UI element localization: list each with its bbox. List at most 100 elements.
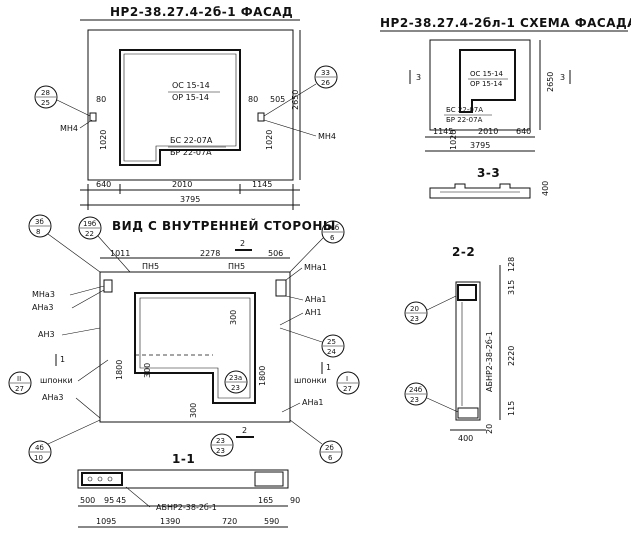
- section-11-dim-95: 95: [104, 496, 114, 505]
- svg-text:25: 25: [41, 99, 50, 107]
- inside-label-right-5: АНа1: [302, 398, 323, 407]
- section-22-profile: [455, 281, 481, 421]
- inside-pn-left: ПН5: [142, 262, 159, 271]
- svg-text:8: 8: [36, 228, 40, 236]
- section-22-dim-115: 115: [507, 401, 516, 416]
- facade-dim-80-left: 80: [96, 95, 106, 104]
- inside-label-right-2: АНа1: [305, 295, 326, 304]
- facade-door-label-1: БС 22-07А: [170, 136, 213, 145]
- facade-mark-right: МН4: [318, 132, 336, 141]
- inside-pn-right: ПН5: [228, 262, 245, 271]
- svg-text:28: 28: [41, 89, 50, 97]
- section-33-title: 3-3: [477, 166, 500, 180]
- svg-text:16б: 16б: [326, 224, 339, 232]
- facade-mark-left: МН4: [60, 124, 78, 133]
- svg-text:II: II: [17, 375, 21, 383]
- section-11-dim-1390: 1390: [160, 517, 180, 526]
- section-11-profile: [77, 469, 289, 489]
- svg-text:10: 10: [34, 454, 43, 462]
- facade-window-label-2: ОР 15-14: [172, 93, 209, 102]
- facade-door-label-2: БР 22-07А: [170, 148, 212, 157]
- section-22-label: АБНР2-38-2б-1: [485, 331, 494, 392]
- svg-text:24б: 24б: [409, 386, 422, 394]
- scheme-dim-3795: 3795: [470, 141, 490, 150]
- inside-label-right-1: МНа1: [304, 263, 327, 272]
- facade-callout-left: 28 25: [34, 85, 91, 117]
- svg-text:4б: 4б: [35, 444, 44, 452]
- callout-3b-8: 3б8: [28, 214, 101, 273]
- section-33-dim: 400: [541, 181, 550, 196]
- svg-text:I: I: [346, 375, 348, 383]
- facade-window-label-1: ОС 15-14: [172, 81, 210, 90]
- section-11-dim-590: 590: [264, 517, 279, 526]
- svg-text:26: 26: [321, 79, 330, 87]
- inside-label-left-1: МНа3: [32, 290, 55, 299]
- section-33-profile: [429, 183, 531, 199]
- facade-dim-80-right: 80: [248, 95, 258, 104]
- svg-text:6: 6: [328, 454, 333, 462]
- svg-text:24: 24: [327, 348, 336, 356]
- section-22-dim-128: 128: [507, 257, 516, 272]
- scheme-dim-1145: 1145: [433, 127, 453, 136]
- section-22-dim-315: 315: [507, 280, 516, 295]
- scheme-panel: ОС 15-14 ОР 15-14 БС 22-07А БР 22-07А: [429, 39, 531, 131]
- section-22-title: 2-2: [452, 245, 475, 259]
- scheme-dim-640: 640: [516, 127, 531, 136]
- facade-panel: ОС 15-14 ОР 15-14 БС 22-07А БР 22-07А: [87, 29, 294, 181]
- svg-text:23: 23: [410, 315, 419, 323]
- facade-dim-505: 505: [270, 95, 285, 104]
- svg-text:ОС 15-14: ОС 15-14: [470, 70, 504, 78]
- section-22-dim-400: 400: [458, 434, 473, 443]
- callout-I-27: I27: [336, 371, 360, 395]
- section-11-dim-45: 45: [116, 496, 126, 505]
- svg-text:23: 23: [231, 384, 240, 392]
- inside-dim-1800-right: 1800: [258, 366, 267, 386]
- svg-text:3б: 3б: [35, 218, 44, 226]
- section-11-dim-720: 720: [222, 517, 237, 526]
- svg-text:БР 22-07А: БР 22-07А: [446, 116, 483, 124]
- scheme-cut-right: 3: [560, 73, 565, 82]
- section-22-dim-2220: 2220: [507, 346, 516, 366]
- inside-label-left-2: АНа3: [32, 303, 53, 312]
- svg-text:25: 25: [327, 338, 336, 346]
- inside-cut-left: 1: [60, 355, 65, 364]
- inside-dim-1800-left: 1800: [115, 360, 124, 380]
- svg-text:23: 23: [216, 437, 225, 445]
- svg-text:22: 22: [85, 230, 94, 238]
- inside-dim-1011: 1011: [110, 249, 130, 258]
- inside-title: ВИД С ВНУТРЕННЕЙ СТОРОНЫ: [112, 218, 336, 233]
- svg-text:20: 20: [410, 305, 419, 313]
- inside-dim-300-a: 300: [229, 310, 238, 325]
- svg-text:23: 23: [216, 447, 225, 455]
- svg-text:23: 23: [410, 396, 419, 404]
- inside-label-right-4: шпонки: [294, 376, 327, 385]
- facade-dim-2010: 2010: [172, 180, 192, 189]
- section-11-label: АБНР2-38-2б-1: [156, 503, 217, 512]
- section-11-title: 1-1: [172, 452, 195, 466]
- facade-dim-3795: 3795: [180, 195, 200, 204]
- inside-cut-right: 1: [326, 363, 331, 372]
- inside-dim-506: 506: [268, 249, 283, 258]
- svg-text:19б: 19б: [83, 220, 96, 228]
- svg-text:23а: 23а: [229, 374, 242, 382]
- callout-2b-6: 2б6: [289, 419, 343, 464]
- section-11-dim-500: 500: [80, 496, 95, 505]
- inside-label-left-3: АН3: [38, 330, 55, 339]
- inside-label-left-5: АНа3: [42, 393, 63, 402]
- inside-dim-300-c: 300: [189, 403, 198, 418]
- inside-label-left-4: шпонки: [40, 376, 73, 385]
- svg-text:6: 6: [330, 234, 335, 242]
- inside-dim-300-b: 300: [143, 363, 152, 378]
- facade-dim-2650: 2650: [291, 90, 300, 110]
- section-22-dim-20: 20: [485, 424, 494, 434]
